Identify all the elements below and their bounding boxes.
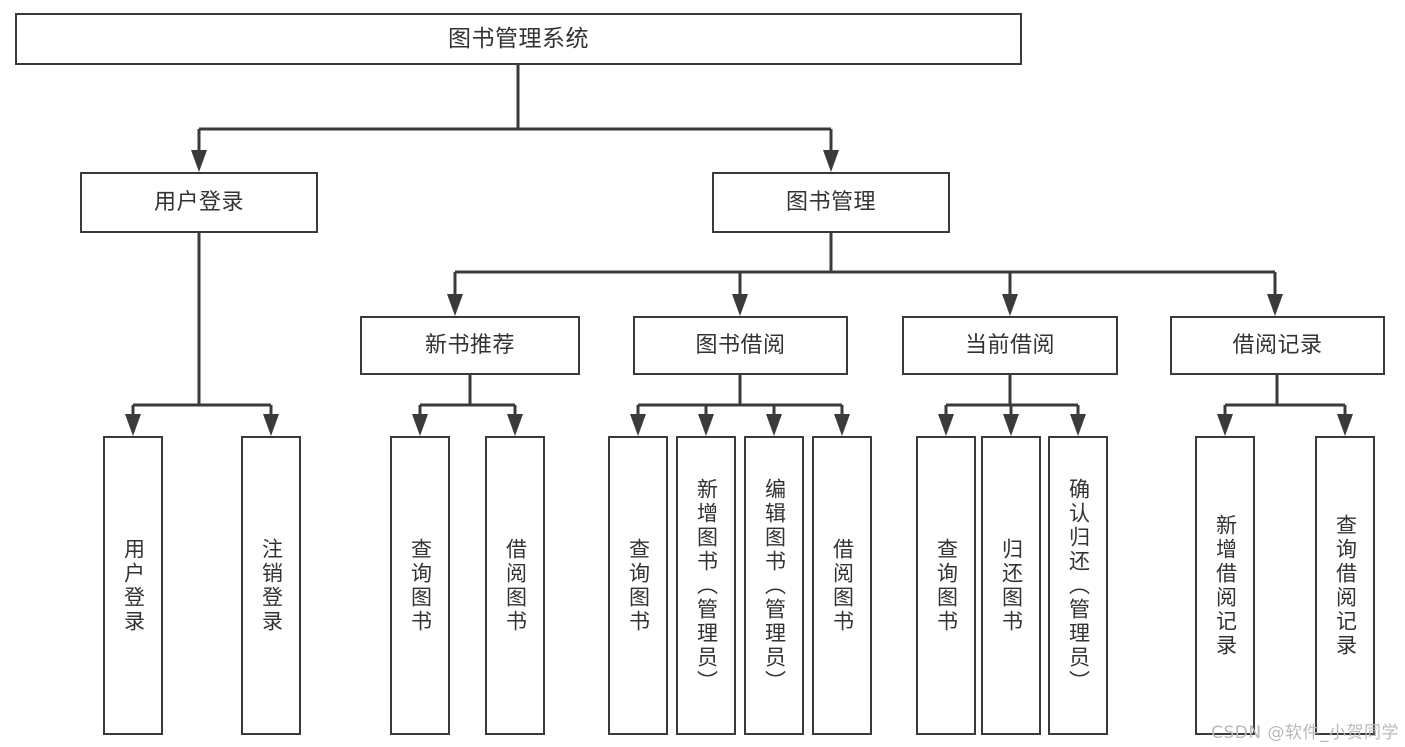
leaf-user-login[interactable]: 用户登录: [103, 436, 163, 735]
node-borrow-record-label: 借阅记录: [1232, 332, 1323, 358]
node-book-management[interactable]: 图书管理: [712, 172, 950, 233]
node-borrow-record[interactable]: 借阅记录: [1170, 316, 1385, 375]
leaf-borrow-book-new[interactable]: 借阅图书: [485, 436, 545, 735]
leaf-query-borrow-record-label: 查询借阅记录: [1333, 513, 1358, 658]
leaf-add-borrow-record-label: 新增借阅记录: [1213, 513, 1238, 658]
leaf-query-book-current-label: 查询图书: [934, 537, 959, 634]
leaf-query-book-new[interactable]: 查询图书: [390, 436, 450, 735]
node-current-borrow-label: 当前借阅: [964, 332, 1055, 358]
node-book-management-label: 图书管理: [785, 189, 876, 215]
leaf-return-book[interactable]: 归还图书: [981, 436, 1041, 735]
leaf-borrow-book[interactable]: 借阅图书: [812, 436, 872, 735]
leaf-edit-book-admin-label: 编辑图书（管理员）: [762, 477, 787, 694]
leaf-borrow-book-new-label: 借阅图书: [503, 537, 528, 634]
leaf-query-borrow-record[interactable]: 查询借阅记录: [1315, 436, 1375, 735]
node-new-book-recommend-label: 新书推荐: [424, 332, 515, 358]
leaf-borrow-book-label: 借阅图书: [830, 537, 855, 634]
leaf-add-book-admin[interactable]: 新增图书（管理员）: [676, 436, 736, 735]
node-user-login[interactable]: 用户登录: [80, 172, 318, 233]
node-root-book-management-system[interactable]: 图书管理系统: [15, 13, 1022, 65]
leaf-query-book-new-label: 查询图书: [408, 537, 433, 634]
leaf-add-book-admin-label: 新增图书（管理员）: [694, 477, 719, 694]
node-book-borrow[interactable]: 图书借阅: [633, 316, 848, 375]
leaf-edit-book-admin[interactable]: 编辑图书（管理员）: [744, 436, 804, 735]
leaf-confirm-return-label: 确认归还（管理员）: [1066, 477, 1091, 694]
leaf-query-book-borrow[interactable]: 查询图书: [608, 436, 668, 735]
node-root-label: 图书管理系统: [448, 25, 589, 52]
leaf-user-logout[interactable]: 注销登录: [241, 436, 301, 735]
connector-lines: [125, 65, 1353, 436]
node-new-book-recommend[interactable]: 新书推荐: [360, 316, 580, 375]
node-current-borrow[interactable]: 当前借阅: [902, 316, 1118, 375]
leaf-query-book-borrow-label: 查询图书: [626, 537, 651, 634]
leaf-confirm-return[interactable]: 确认归还（管理员）: [1048, 436, 1108, 735]
node-book-borrow-label: 图书借阅: [695, 332, 786, 358]
leaf-return-book-label: 归还图书: [999, 537, 1024, 634]
leaf-user-login-label: 用户登录: [121, 537, 146, 634]
leaf-add-borrow-record[interactable]: 新增借阅记录: [1195, 436, 1255, 735]
leaf-user-logout-label: 注销登录: [259, 537, 284, 634]
node-user-login-label: 用户登录: [153, 189, 244, 215]
leaf-query-book-current[interactable]: 查询图书: [916, 436, 976, 735]
